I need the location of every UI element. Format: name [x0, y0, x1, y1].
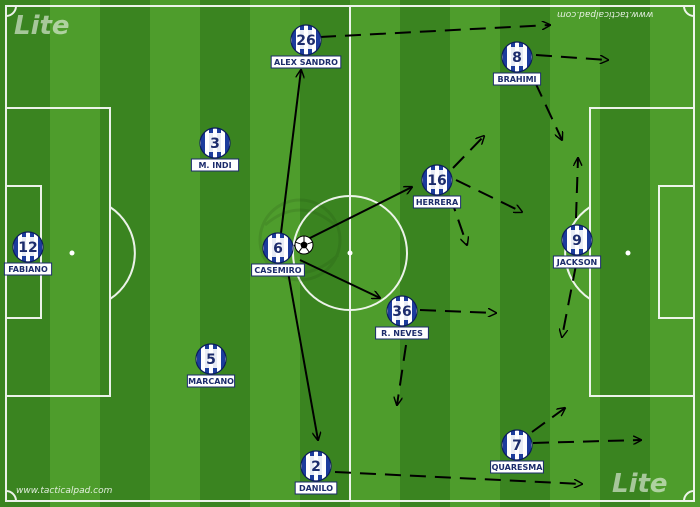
pass-arrow-to-r-neves	[299, 259, 380, 298]
grass-stripe	[350, 0, 401, 507]
run-arrow-jackson-up	[576, 158, 578, 219]
grass-stripe	[100, 0, 151, 507]
player-name-tag	[270, 55, 342, 69]
ball[interactable]	[294, 235, 314, 255]
player-name-tag	[186, 374, 236, 388]
field-lines	[5, 5, 695, 502]
player-number: 12	[18, 240, 37, 256]
player-number: 8	[512, 50, 522, 66]
player-number: 16	[427, 173, 446, 189]
run-arrow-danilo	[334, 471, 582, 484]
player-m-indi[interactable]: 3 M. INDI	[190, 127, 240, 172]
grass-stripe	[650, 0, 700, 507]
player-name-tag	[294, 481, 338, 495]
field-spots	[69, 250, 631, 256]
grass-stripe	[200, 0, 251, 507]
player-name-tag	[375, 326, 429, 340]
run-arrow-quaresma-up	[531, 408, 565, 433]
pass-arrows	[280, 70, 412, 440]
player-r-neves[interactable]: 36 R. NEVES	[375, 295, 429, 340]
grass-stripe	[400, 0, 451, 507]
run-arrow-quaresma-right	[532, 440, 641, 443]
grass-stripe	[150, 0, 201, 507]
run-arrow-brahimi-forward	[535, 54, 608, 60]
player-name: QUARESMA	[492, 463, 544, 472]
player-number: 9	[572, 233, 582, 249]
player-name-tag	[251, 263, 305, 277]
pass-arrow-to-danilo	[287, 271, 318, 440]
grass-stripe	[600, 0, 651, 507]
player-name: FABIANO	[8, 265, 48, 274]
grass-stripe	[50, 0, 101, 507]
player-name: M. INDI	[198, 161, 231, 170]
player-name: DANILO	[299, 484, 333, 493]
player-name-tag	[190, 158, 240, 172]
run-arrow-alex-sandro	[319, 25, 550, 38]
grass-stripe	[450, 0, 501, 507]
player-name: MARCANO	[188, 377, 234, 386]
player-name-tag	[552, 255, 602, 269]
player-name: BRAHIMI	[497, 75, 536, 84]
player-name: JACKSON	[556, 258, 598, 267]
watermark-url-bottom: www.tacticalpad.com	[16, 486, 113, 496]
run-arrow-r-neves-right	[419, 310, 496, 313]
player-number: 3	[210, 136, 220, 152]
pass-arrow-to-herrera	[293, 187, 412, 247]
player-name-tag	[490, 460, 544, 474]
lite-logo-bottom: Lite	[612, 469, 668, 499]
run-arrow-herrera-up	[452, 136, 484, 169]
run-arrow-r-neves-down	[397, 344, 407, 405]
player-number: 6	[273, 241, 283, 257]
player-name: HERRERA	[416, 198, 459, 207]
lite-logo: Lite	[14, 11, 70, 41]
player-name-tag	[492, 72, 542, 86]
player-name-tag	[412, 195, 462, 209]
player-name: ALEX SANDRO	[274, 58, 338, 67]
run-arrows	[319, 25, 641, 484]
run-arrow-brahimi-inside	[534, 81, 562, 140]
watermark-url-top: www.tacticalpad.com	[557, 9, 654, 19]
player-number: 26	[296, 33, 315, 49]
player-name: CASEMIRO	[254, 266, 301, 275]
player-number: 36	[392, 304, 411, 320]
grass-stripe	[300, 0, 351, 507]
pass-arrow-to-alex-sandro	[280, 70, 301, 234]
run-arrow-herrera-right	[455, 179, 522, 212]
run-arrow-jackson-down	[562, 264, 577, 337]
player-name-tag	[3, 262, 53, 276]
player-number: 7	[512, 438, 522, 454]
player-number: 5	[206, 352, 216, 368]
player-number: 2	[311, 459, 321, 475]
player-name: R. NEVES	[381, 329, 423, 338]
